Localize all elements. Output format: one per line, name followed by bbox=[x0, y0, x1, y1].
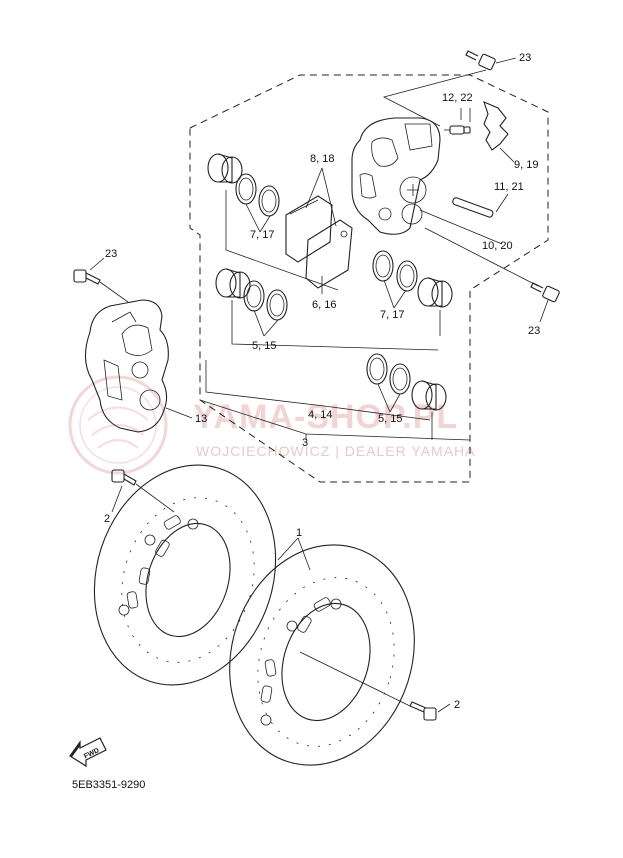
watermark-logo bbox=[68, 375, 168, 475]
callout-5-15-middle: 5, 15 bbox=[252, 340, 276, 352]
watermark: YAMA-SHOP.PL WOJCIECHOWICZ | DEALER YAMA… bbox=[68, 375, 475, 475]
callout-23-right: 23 bbox=[528, 325, 540, 337]
callout-7-17-upper: 7, 17 bbox=[250, 229, 274, 241]
callout-1: 1 bbox=[296, 527, 302, 539]
disc-bolt-right bbox=[409, 701, 437, 721]
callout-6-16: 6, 16 bbox=[312, 299, 336, 311]
piston-lower-right bbox=[411, 380, 447, 411]
diagram-code: 5EB3351-9290 bbox=[72, 779, 145, 791]
caliper-assembled bbox=[84, 299, 169, 433]
callout-3: 3 bbox=[302, 437, 308, 449]
callout-2-right: 2 bbox=[454, 699, 460, 711]
callout-4-14: 4, 14 bbox=[308, 409, 332, 421]
callout-9-19: 9, 19 bbox=[514, 159, 538, 171]
callout-12-22: 12, 22 bbox=[442, 92, 473, 104]
disc-bolt-left bbox=[111, 469, 137, 486]
seal-ring-right-a bbox=[372, 250, 394, 282]
seal-ring-right-b bbox=[396, 260, 418, 292]
callout-10-20: 10, 20 bbox=[482, 240, 513, 252]
callout-23-left: 23 bbox=[105, 248, 117, 260]
callout-11-21: 11, 21 bbox=[494, 181, 524, 193]
brake-pad-front bbox=[285, 195, 333, 263]
callout-2-left: 2 bbox=[104, 513, 110, 525]
seal-ring-lower-a bbox=[366, 353, 388, 385]
callout-13: 13 bbox=[195, 413, 207, 425]
piston-middle-left bbox=[215, 268, 251, 299]
seal-ring-middle-b bbox=[266, 289, 288, 321]
callout-8-18: 8, 18 bbox=[310, 153, 334, 165]
bolt-23-left bbox=[73, 269, 101, 285]
callout-5-15-lower: 5, 15 bbox=[378, 413, 402, 425]
callout-labels: 23 12, 22 9, 19 11, 21 10, 20 23 8, 18 7… bbox=[104, 52, 540, 711]
brake-pad-rear bbox=[305, 219, 353, 289]
callout-7-17-right: 7, 17 bbox=[380, 309, 404, 321]
callout-23-top: 23 bbox=[519, 52, 531, 64]
watermark-title: YAMA-SHOP.PL bbox=[193, 398, 458, 436]
bleed-screw bbox=[444, 125, 471, 135]
brake-disc-right bbox=[229, 544, 415, 766]
pad-spring bbox=[483, 101, 509, 151]
bolt-23-right bbox=[530, 282, 560, 303]
piston-middle-right bbox=[417, 277, 453, 308]
forward-arrow-icon: FWD bbox=[69, 737, 107, 768]
seal-ring-upper-b bbox=[258, 185, 280, 217]
caliper-body-exploded bbox=[351, 117, 441, 235]
bolt-23-top bbox=[465, 50, 496, 71]
caliper-assembly-boundary bbox=[189, 74, 549, 483]
pad-pin bbox=[452, 197, 494, 218]
watermark-subtitle: WOJCIECHOWICZ | DEALER YAMAHA bbox=[196, 443, 475, 459]
piston-upper-left bbox=[207, 153, 243, 184]
leader-lines bbox=[89, 57, 549, 713]
